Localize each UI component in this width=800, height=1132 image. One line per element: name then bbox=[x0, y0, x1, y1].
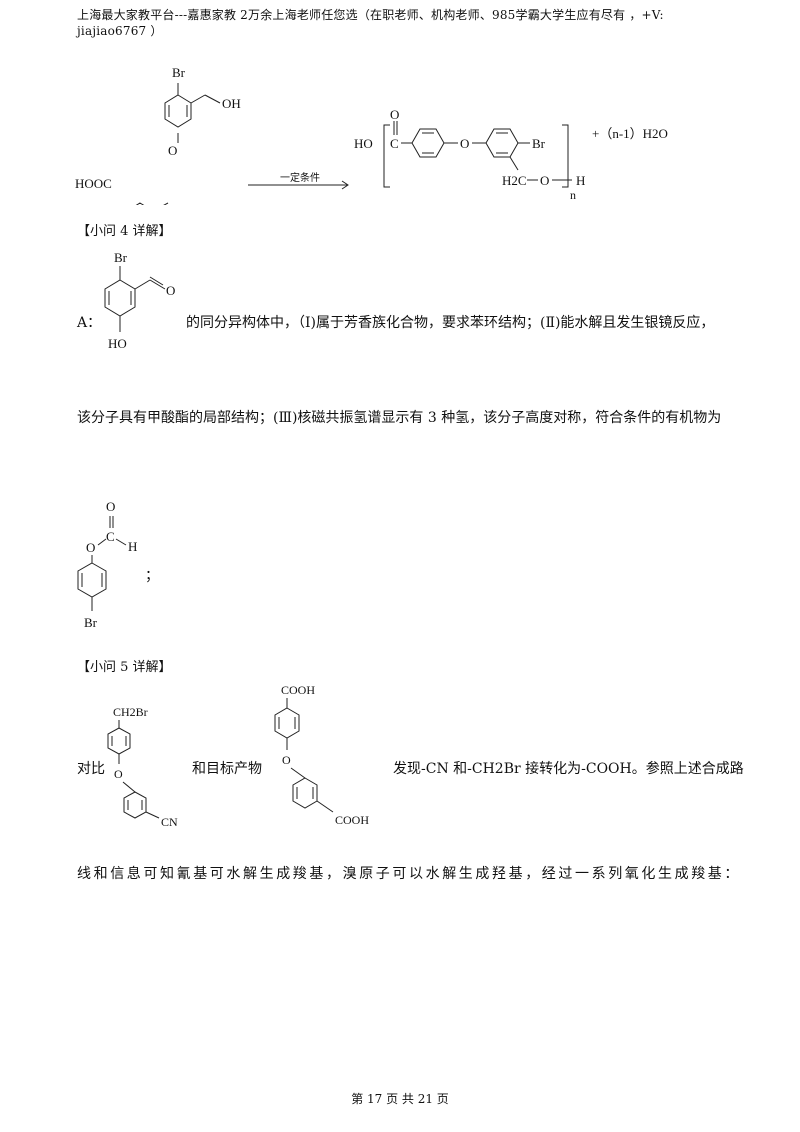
q5-text-line-2: 线和信息可知氰基可水解生成羧基，溴原子可以水解生成羟基，经过一系列氧化生成羧基： bbox=[77, 866, 741, 882]
reactant-oh-label: OH bbox=[222, 96, 241, 111]
q5-and-target-label: 和目标产物 bbox=[192, 761, 262, 777]
q5-heading: 【小问 5 详解】 bbox=[77, 660, 172, 675]
q4-heading: 【小问 4 详解】 bbox=[77, 224, 172, 239]
product-h2c-label: H2C bbox=[502, 173, 527, 188]
byproduct-water: +（n-1）H2O bbox=[592, 126, 668, 141]
product-n-subscript: n bbox=[570, 188, 576, 202]
product-right-bracket bbox=[562, 124, 569, 188]
s2-cooh-top-label: COOH bbox=[281, 683, 315, 697]
answer-c-label: C bbox=[106, 529, 115, 544]
reactant-ether-o-label: O bbox=[168, 143, 177, 158]
header-line-1: 上海最大家教平台---嘉惠家教 2万余上海老师任您选（在职老师、机构老师、985… bbox=[77, 8, 664, 22]
product-h-label: H bbox=[576, 173, 585, 188]
answer-h-label: H bbox=[128, 539, 137, 554]
product-link-o-label: O bbox=[540, 173, 549, 188]
reactant-ring-lower bbox=[135, 202, 145, 205]
product-ho-label: HO bbox=[354, 136, 373, 151]
s1-ch2br-label: CH2Br bbox=[113, 705, 148, 719]
s2-ether-o-label: O bbox=[282, 753, 291, 767]
target-dicarboxylic-acid-structure: COOH O COOH bbox=[274, 683, 369, 827]
header-line-2: jiajiao6767 ） bbox=[77, 24, 163, 38]
answer-ester-o-label: O bbox=[86, 540, 95, 555]
s1-cn-label: CN bbox=[161, 815, 178, 829]
answer-formate-structure: O C H O Br bbox=[77, 499, 137, 630]
page-footer: 第 17 页 共 21 页 bbox=[351, 1092, 449, 1106]
q4-text-line-2: 该分子具有甲酸酯的局部结构；(Ⅲ)核磁共振氢谱显示有 3 种氢，该分子高度对称，… bbox=[77, 410, 722, 426]
a-ho-label: HO bbox=[108, 336, 127, 351]
q5-compare-label: 对比 bbox=[77, 761, 105, 777]
answer-br-label: Br bbox=[84, 615, 98, 630]
a-br-label: Br bbox=[114, 250, 128, 265]
product-br-label: Br bbox=[532, 136, 546, 151]
product-left-bracket bbox=[383, 124, 390, 188]
s2-cooh-bottom-label: COOH bbox=[335, 813, 369, 827]
compound-a-structure: Br O HO bbox=[104, 250, 175, 351]
answer-semicolon: ； bbox=[145, 568, 159, 584]
arrow-condition-label: 一定条件 bbox=[280, 171, 320, 184]
q5-text-after: 发现-CN 和-CH2Br 接转化为-COOH。参照上述合成路 bbox=[393, 761, 744, 777]
answer-carbonyl-o-label: O bbox=[106, 499, 115, 514]
a-aldehyde-o-label: O bbox=[166, 283, 175, 298]
s1-ether-o-label: O bbox=[114, 767, 123, 781]
reactant-cooh-label: HOOC bbox=[75, 176, 112, 191]
reactant-br-label: Br bbox=[172, 65, 186, 80]
polymerization-reaction-scheme: HOOC O Br OH 一定条件 HO C O O Br H2C O H n … bbox=[75, 65, 668, 205]
product-carbonyl-o-label: O bbox=[390, 107, 399, 122]
product-ether-o-label: O bbox=[460, 136, 469, 151]
product-c-label: C bbox=[390, 136, 399, 151]
q4-a-label: A： bbox=[77, 315, 102, 331]
q4-text-line-1: 的同分异构体中，（Ⅰ)属于芳香族化合物，要求苯环结构；(Ⅱ)能水解且发生银镜反应… bbox=[186, 315, 715, 331]
compound-ch2br-cn-structure: CH2Br O CN bbox=[107, 705, 178, 829]
